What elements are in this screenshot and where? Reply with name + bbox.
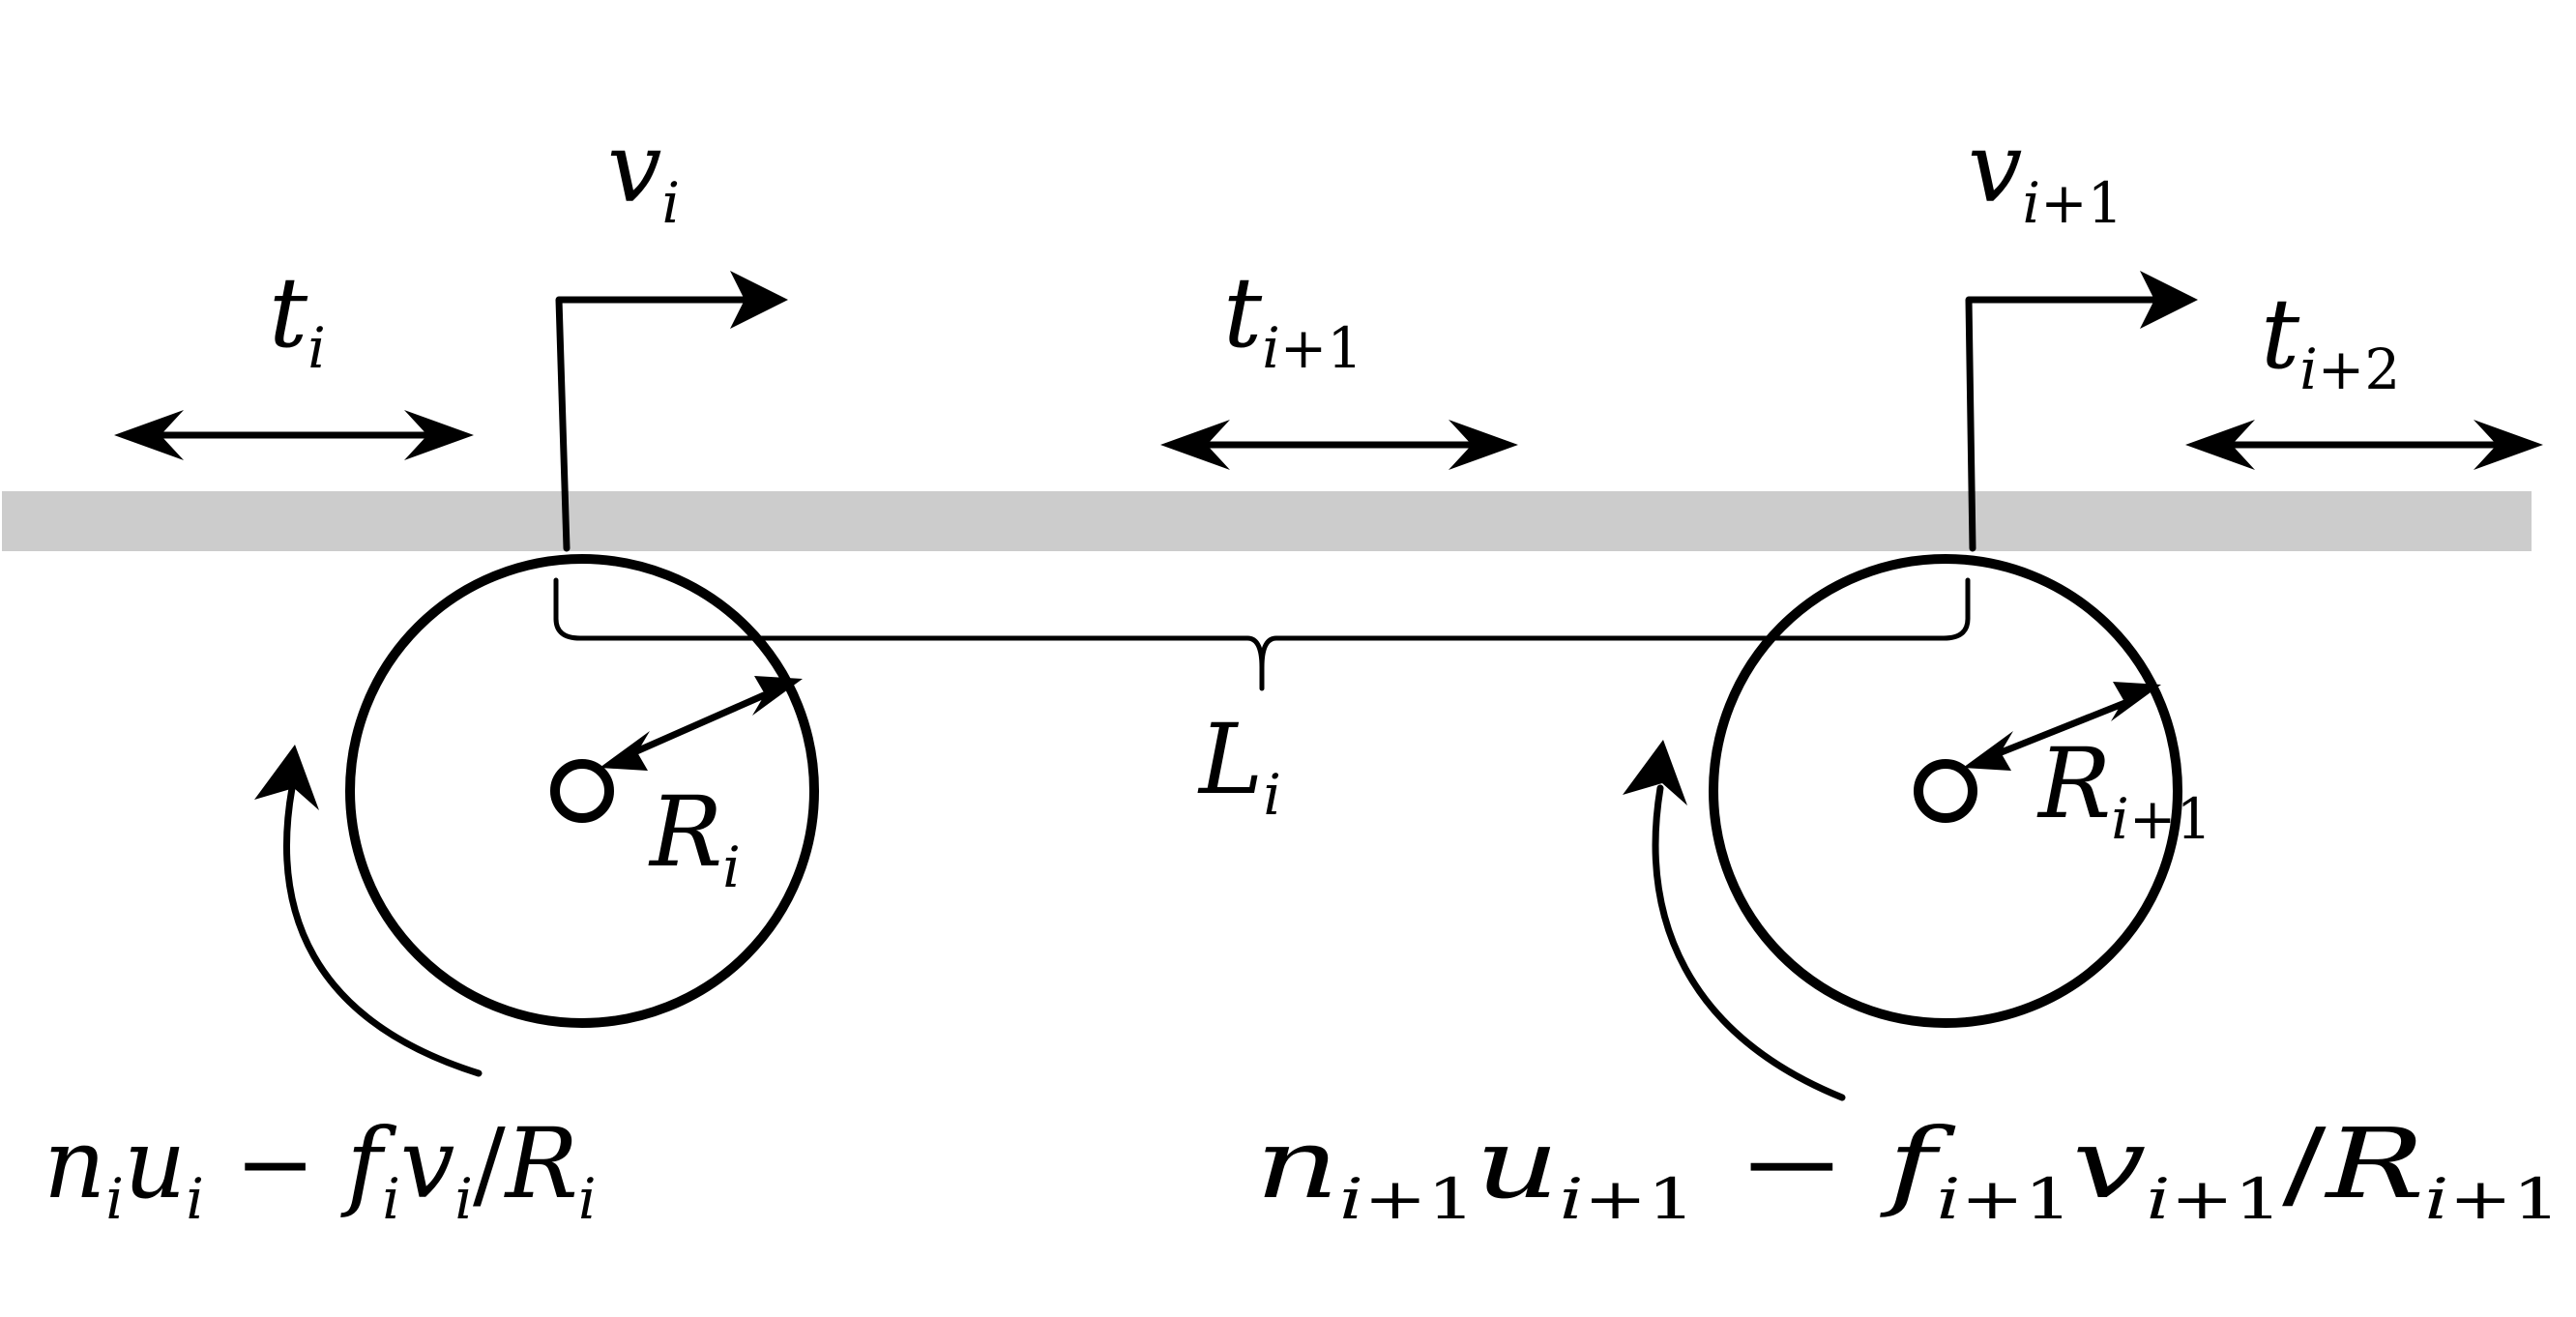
label-t-i1: ti+1 [1223, 256, 1362, 381]
roller-i1 [1623, 554, 2182, 1101]
label-t-i: ti [269, 256, 326, 381]
label-t-i2: ti+2 [2261, 278, 2400, 402]
roller-i [254, 554, 819, 1077]
label-L-i: Li [1197, 703, 1281, 828]
radius-arrow-i1 [1963, 682, 2161, 771]
roller-i1-axle [1914, 759, 1977, 823]
roller-i1-outline [1709, 554, 2182, 1028]
label-v-i: vi [607, 111, 680, 236]
tension-arrow-i [114, 410, 474, 460]
tension-arrow-i1 [1160, 420, 1518, 470]
torque-arrow-i [254, 745, 483, 1077]
velocity-arrow-i [555, 271, 788, 552]
span-brace [553, 577, 1971, 691]
torque-arrow-i1 [1623, 740, 1846, 1101]
tension-arrow-i2 [2185, 420, 2543, 470]
label-R-i: Ri [648, 776, 741, 900]
roller-i-outline [345, 554, 819, 1028]
radius-arrow-i [600, 676, 803, 771]
label-R-i1: Ri+1 [2036, 727, 2211, 852]
velocity-arrow-i1 [1965, 271, 2198, 552]
roller-i-axle [550, 759, 614, 823]
label-v-i1: vi+1 [1968, 111, 2123, 236]
torque-expression-i: niui − fivi/Ri [44, 1107, 597, 1232]
belt-strip [2, 491, 2532, 551]
